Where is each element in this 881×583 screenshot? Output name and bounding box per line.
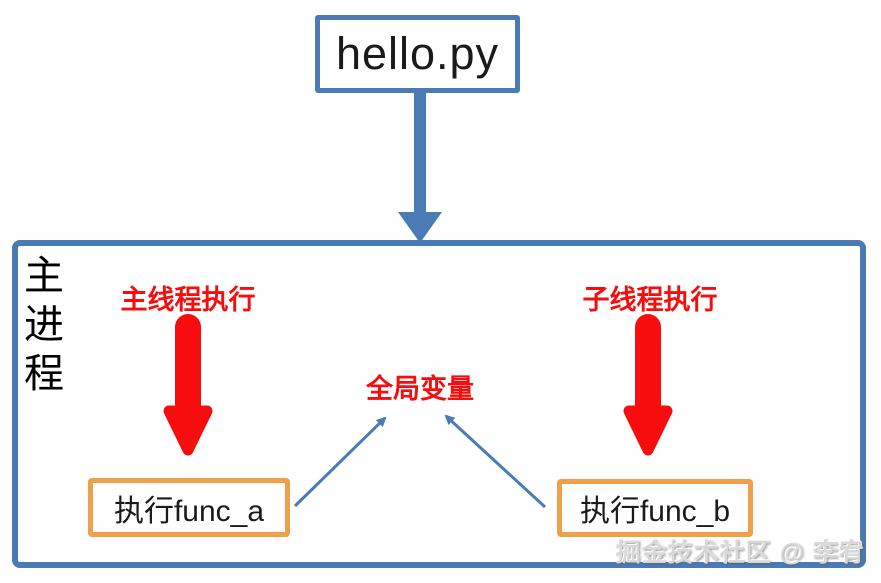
main-process-label: 主进程: [18, 254, 63, 401]
script-node-hello-py: hello.py: [315, 15, 520, 93]
watermark: 掘金技术社区 @ 李宥: [615, 539, 865, 567]
func-b-node: 执行func_b: [557, 479, 753, 537]
main-thread-label: 主线程执行: [120, 285, 256, 315]
func-b-label: 执行func_b: [579, 495, 731, 528]
global-variable-label: 全局变量: [366, 374, 474, 404]
script-node-label: hello.py: [335, 28, 500, 79]
child-thread-label: 子线程执行: [582, 285, 718, 315]
down-arrow-icon: [398, 93, 442, 243]
func-a-label: 执行func_a: [113, 494, 265, 528]
func-a-node: 执行func_a: [88, 478, 290, 537]
